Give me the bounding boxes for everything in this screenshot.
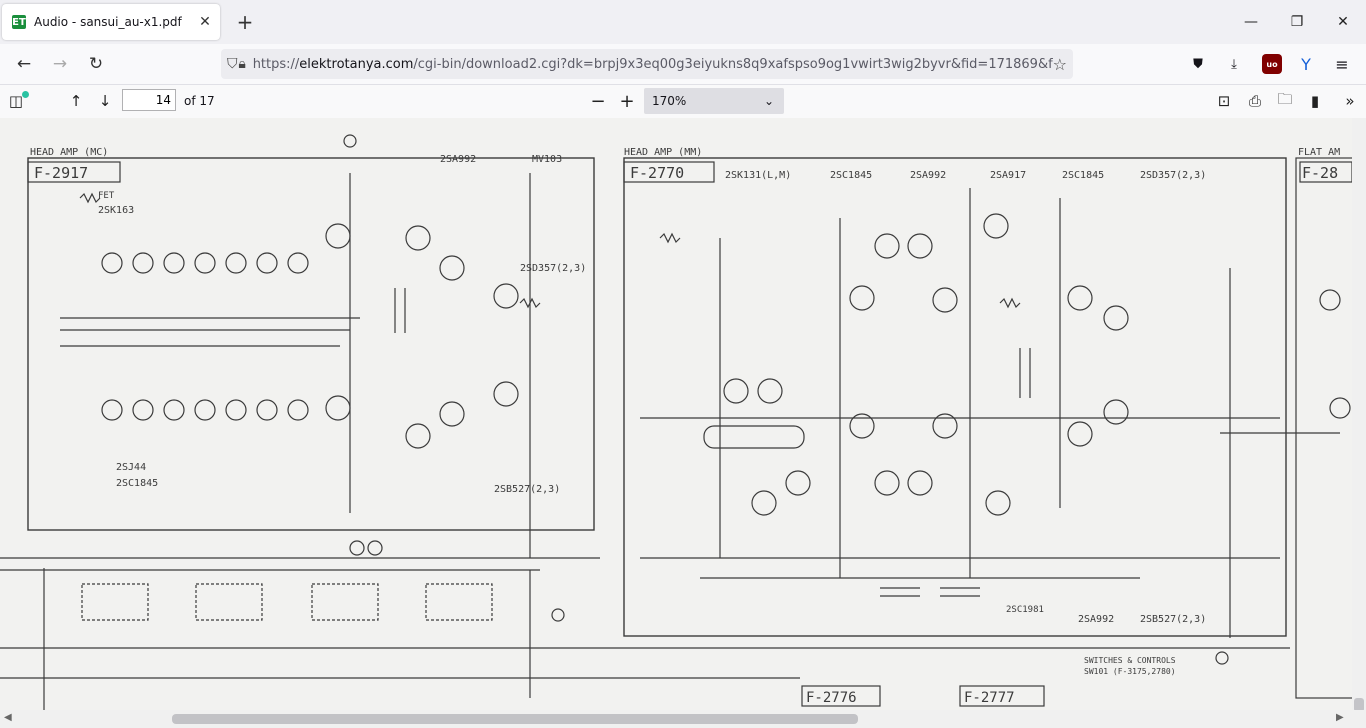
- tab-title: Audio - sansui_au-x1.pdf: [34, 15, 182, 29]
- horizontal-scrollbar[interactable]: ◀ ▶: [0, 710, 1366, 728]
- part-label: 2SD357(2,3): [520, 263, 586, 274]
- tab-strip: ET Audio - sansui_au-x1.pdf ✕ + — ❐ ✕: [0, 0, 1366, 44]
- reload-icon[interactable]: ↻: [88, 54, 104, 74]
- bookmark-star-icon[interactable]: ☆: [1052, 54, 1067, 74]
- board-label: F-2776: [806, 690, 857, 706]
- restore-icon[interactable]: ❐: [1290, 14, 1304, 30]
- part-label: 2SB527(2,3): [1140, 614, 1206, 625]
- part-label: 2SK131(L,M): [725, 170, 791, 181]
- part-label: 2SD357(2,3): [1140, 170, 1206, 181]
- part-label: 2SA992: [1078, 614, 1114, 625]
- block-label: HEAD AMP (MC): [30, 147, 108, 158]
- part-label: 2SK163: [98, 205, 134, 216]
- shield-icon[interactable]: ⛉: [227, 56, 238, 72]
- footer-label: SWITCHES & CONTROLS: [1084, 656, 1176, 665]
- scroll-right-icon[interactable]: ▶: [1336, 712, 1344, 723]
- zoom-value: 170%: [652, 94, 687, 108]
- site-favicon-icon: ET: [12, 15, 26, 29]
- page-number-input[interactable]: [122, 89, 176, 111]
- next-page-icon[interactable]: ↓: [98, 92, 112, 110]
- part-label: MV103: [532, 154, 562, 165]
- navigation-toolbar: ← → ↻ ⛉ 🔒︎ https://elektrotanya.com/cgi-…: [0, 44, 1366, 85]
- vertical-scrollbar[interactable]: [1352, 118, 1366, 712]
- part-label: 2SJ44: [116, 462, 146, 473]
- block-label: HEAD AMP (MM): [624, 147, 702, 158]
- scroll-left-icon[interactable]: ◀: [4, 712, 12, 723]
- address-bar[interactable]: ⛉ 🔒︎ https://elektrotanya.com/cgi-bin/do…: [221, 49, 1073, 79]
- print-icon[interactable]: ⎙: [1248, 92, 1261, 110]
- forward-icon[interactable]: →: [52, 54, 68, 74]
- board-label: F-28: [1302, 164, 1338, 182]
- part-label: 2SA992: [440, 154, 476, 165]
- tab-active[interactable]: ET Audio - sansui_au-x1.pdf ✕: [2, 4, 220, 40]
- pdf-toolbar: ◫ ↑ ↓ of 17 − + 170% ⌄ ⊡ ⎙ 🗀︎ ▮ »: [0, 85, 1366, 119]
- previous-page-icon[interactable]: ↑: [69, 92, 83, 110]
- pocket-icon[interactable]: ⛊: [1193, 56, 1203, 72]
- zoom-out-icon[interactable]: −: [590, 90, 606, 112]
- part-label: 2SB527(2,3): [494, 484, 560, 495]
- zoom-in-icon[interactable]: +: [619, 90, 635, 112]
- part-label: 2SC1845: [830, 170, 872, 181]
- board-label: F-2917: [34, 164, 88, 182]
- page-count: of 17: [184, 94, 215, 108]
- menu-icon[interactable]: ≡: [1335, 54, 1349, 74]
- part-label: 2SA917: [990, 170, 1026, 181]
- new-tab-icon[interactable]: +: [236, 10, 254, 34]
- sidebar-toggle-icon[interactable]: ◫: [4, 89, 29, 113]
- horizontal-scroll-thumb[interactable]: [172, 714, 858, 724]
- download-icon[interactable]: ⤓: [1231, 56, 1237, 72]
- save-icon[interactable]: 🗀︎: [1277, 89, 1293, 108]
- block-label: FLAT AM: [1298, 147, 1340, 158]
- minimize-icon[interactable]: —: [1244, 14, 1258, 30]
- footer-label: SW101 (F-3175,2780): [1084, 667, 1176, 676]
- chevron-down-icon: ⌄: [763, 94, 774, 108]
- board-label: F-2777: [964, 690, 1015, 706]
- part-label: 2SA992: [910, 170, 946, 181]
- ublock-icon[interactable]: uo: [1262, 54, 1282, 74]
- tab-close-icon[interactable]: ✕: [199, 14, 211, 30]
- zoom-select[interactable]: 170% ⌄: [644, 88, 784, 114]
- presentation-mode-icon[interactable]: ⊡: [1217, 92, 1231, 110]
- bookmark-icon[interactable]: ▮: [1310, 92, 1320, 110]
- schematic-drawing: HEAD AMP (MC) F-2917 HEAD AMP (MM) F-277…: [0, 118, 1357, 710]
- pdf-viewer[interactable]: HEAD AMP (MC) F-2917 HEAD AMP (MM) F-277…: [0, 118, 1366, 710]
- part-label: 2SC1845: [1062, 170, 1104, 181]
- part-label: 2SC1981: [1006, 605, 1044, 615]
- url-text[interactable]: https://elektrotanya.com/cgi-bin/downloa…: [252, 56, 1053, 72]
- lock-icon[interactable]: 🔒︎: [238, 56, 246, 72]
- board-label: F-2770: [630, 164, 684, 182]
- part-label: 2SC1845: [116, 478, 158, 489]
- tools-icon[interactable]: »: [1345, 92, 1355, 110]
- extension-y-icon[interactable]: Y: [1301, 54, 1311, 74]
- back-icon[interactable]: ←: [16, 54, 32, 74]
- part-label: FET: [98, 191, 115, 201]
- close-window-icon[interactable]: ✕: [1337, 14, 1349, 30]
